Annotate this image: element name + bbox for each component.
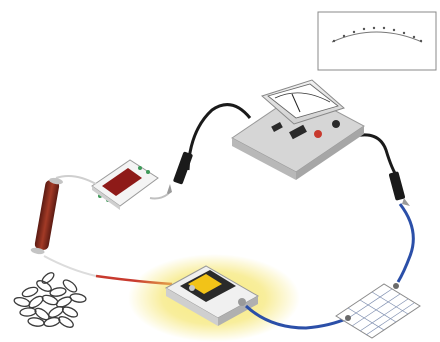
alligator-clip-left [166, 151, 193, 196]
wire-board [92, 160, 158, 210]
black-wire-right [348, 135, 398, 178]
analog-meter [232, 80, 364, 180]
alligator-clip-right [389, 171, 410, 206]
blue-wire-right [398, 204, 413, 282]
resistor-rod [30, 177, 63, 255]
white-wire-clip-board [150, 194, 168, 199]
paper-clip-pile [13, 271, 86, 330]
grid-plate [336, 283, 420, 338]
meter-scale-inset [318, 12, 436, 70]
